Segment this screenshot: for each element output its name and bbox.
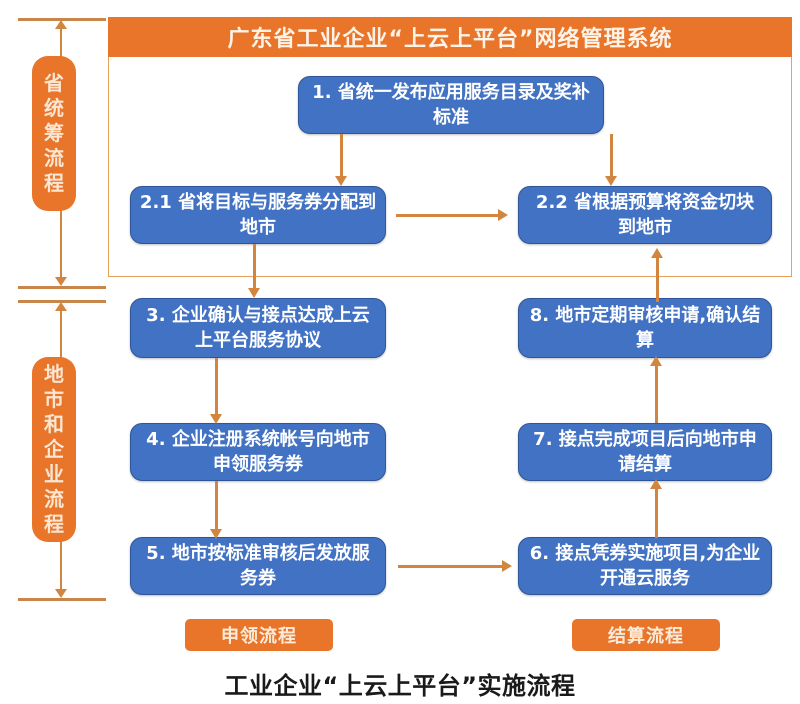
process-box-step8[interactable]: 8. 地市定期审核申请,确认结算	[518, 298, 772, 358]
process-box-step2-2-text: 2.2 省根据预算将资金切块到地市	[535, 192, 755, 238]
phase-label-province-text: 省统筹流程	[44, 71, 64, 195]
rail-top-city	[18, 300, 106, 303]
process-box-step3-text: 3. 企业确认与接点达成上云上平台服务协议	[146, 305, 370, 351]
process-box-step6[interactable]: 6. 接点凭券实施项目,为企业开通云服务	[518, 537, 772, 595]
phase-label-city-enterprise-text: 地市和企业流程	[44, 362, 64, 536]
process-box-step5-text: 5. 地市按标准审核后发放服务券	[146, 543, 370, 589]
rail-arrowhead-province-top	[55, 20, 67, 29]
process-box-step2-1[interactable]: 2.1 省将目标与服务券分配到地市	[130, 186, 386, 244]
process-box-step1[interactable]: 1. 省统一发布应用服务目录及奖补标准	[298, 76, 604, 134]
process-box-step2-1-text: 2.1 省将目标与服务券分配到地市	[139, 192, 377, 238]
phase-label-city-enterprise: 地市和企业流程	[32, 357, 76, 542]
process-box-step2-2[interactable]: 2.2 省根据预算将资金切块到地市	[518, 186, 772, 244]
system-title-bar: 广东省工业企业“上云上平台”网络管理系统	[108, 17, 792, 57]
tag-settlement-process: 结算流程	[572, 619, 720, 651]
rail-arrowhead-city-bottom	[55, 589, 67, 598]
rail-arrowhead-province-bottom	[55, 277, 67, 286]
process-box-step7[interactable]: 7. 接点完成项目后向地市申请结算	[518, 423, 772, 481]
process-box-step6-text: 6. 接点凭券实施项目,为企业开通云服务	[529, 543, 761, 589]
process-box-step7-text: 7. 接点完成项目后向地市申请结算	[533, 429, 757, 475]
rail-top-province	[18, 18, 106, 21]
tag-apply-process: 申领流程	[185, 619, 333, 651]
phase-label-province: 省统筹流程	[32, 56, 76, 211]
rail-bottom-province	[18, 286, 106, 289]
process-box-step4[interactable]: 4. 企业注册系统帐号向地市申领服务券	[130, 423, 386, 481]
tag-settlement-process-text: 结算流程	[608, 626, 684, 647]
process-box-step5[interactable]: 5. 地市按标准审核后发放服务券	[130, 537, 386, 595]
rail-bottom-city	[18, 598, 106, 601]
process-box-step8-text: 8. 地市定期审核申请,确认结算	[529, 305, 761, 351]
figure-caption: 工业企业“上云上平台”实施流程	[224, 672, 576, 700]
tag-apply-process-text: 申领流程	[221, 626, 297, 647]
rail-arrowhead-city-top	[55, 302, 67, 311]
process-box-step1-text: 1. 省统一发布应用服务目录及奖补标准	[312, 82, 590, 128]
system-title-text: 广东省工业企业“上云上平台”网络管理系统	[227, 27, 673, 52]
process-box-step4-text: 4. 企业注册系统帐号向地市申领服务券	[146, 429, 370, 475]
process-box-step3[interactable]: 3. 企业确认与接点达成上云上平台服务协议	[130, 298, 386, 358]
